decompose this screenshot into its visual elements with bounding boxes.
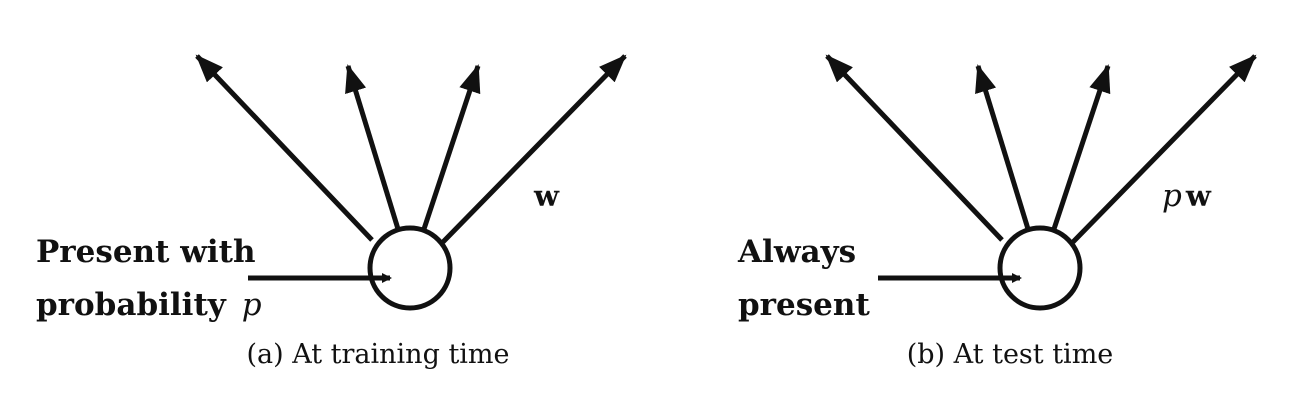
caption-a: (a) At training time — [246, 339, 509, 370]
input-label-b-line2: present — [738, 287, 870, 323]
panel-a: w Present with probability p (a) At trai… — [36, 54, 627, 370]
output-arrow-b-4 — [1071, 54, 1257, 244]
input-label-b-line1: Always — [737, 234, 856, 270]
unit-node-b — [997, 225, 1083, 311]
weight-label-a: w — [533, 179, 560, 213]
output-arrow-b-3 — [1051, 64, 1111, 230]
output-arrow-a-3 — [421, 64, 481, 230]
output-arrow-b-2 — [975, 64, 1031, 230]
unit-node-a — [367, 225, 453, 311]
weight-label-b-group: p w — [1162, 178, 1212, 214]
input-label-a-line1: Present with — [36, 234, 256, 270]
input-label-a-line2-group: probability p — [36, 287, 262, 323]
weight-label-b: w — [1185, 179, 1212, 213]
input-label-a-var: p — [242, 287, 262, 323]
output-arrow-a-1 — [195, 54, 374, 242]
panel-b: p w Always present (b) At test time — [737, 54, 1257, 370]
output-arrow-a-4 — [441, 54, 627, 244]
output-arrow-a-2 — [345, 64, 401, 230]
output-arrow-b-1 — [825, 54, 1004, 242]
caption-b: (b) At test time — [907, 339, 1114, 370]
weight-label-b-prefix: p — [1162, 178, 1182, 214]
input-label-a-line2: probability — [36, 287, 227, 323]
